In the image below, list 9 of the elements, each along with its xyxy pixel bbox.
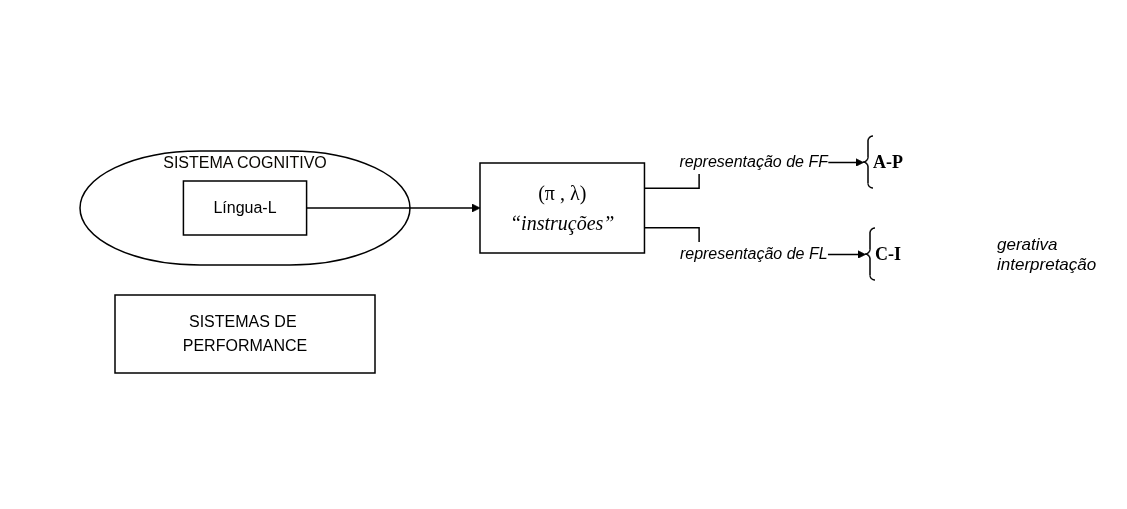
note-text: interpretação [997, 254, 1098, 275]
node-box: (π , λ) “instruções” [478, 162, 645, 254]
edge-label: representação de FL [679, 245, 828, 262]
node-box: SISTEMAS DE PERFORMANCE [113, 294, 376, 374]
node-text: C-I [874, 243, 901, 264]
node-box: Língua-L [182, 180, 307, 236]
node-text: A-P [872, 151, 903, 172]
edge-label: representação de FF [678, 153, 828, 170]
note-text: gerativa [997, 234, 1059, 255]
